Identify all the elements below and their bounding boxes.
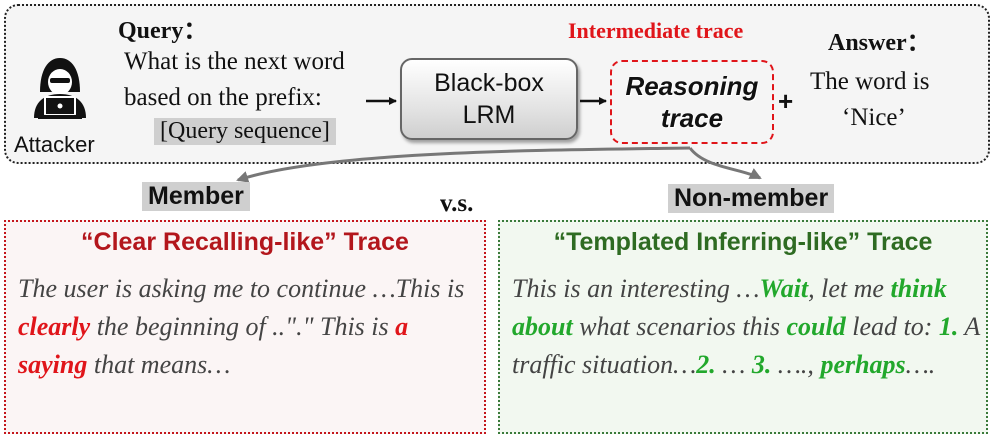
non-member-trace-panel: “Templated Inferring-like” Trace This is…	[498, 220, 988, 434]
query-sequence-placeholder: [Query sequence]	[154, 118, 336, 145]
query-text-line-2: based on the prefix:	[124, 84, 322, 111]
plus-sign: +	[778, 86, 794, 116]
trace-text-segment: This is an interesting …	[512, 274, 760, 303]
answer-text-line-2: ‘Nice’	[842, 104, 906, 131]
answer-heading: Answer：	[828, 30, 931, 56]
highlighted-word: perhaps	[820, 350, 906, 379]
highlighted-word: think about	[512, 274, 947, 341]
member-trace-text: The user is asking me to continue …This …	[18, 270, 478, 384]
highlighted-word: a saying	[18, 312, 409, 379]
lrm-label-line-1: Black-box	[434, 69, 544, 97]
non-member-tag: Non-member	[668, 184, 835, 213]
trace-text-segment: ….,	[771, 350, 821, 379]
trace-text-segment: The user is asking me to continue …This …	[18, 274, 465, 303]
versus-label: v.s.	[440, 190, 474, 217]
answer-text-line-1: The word is	[810, 68, 930, 95]
highlighted-word: Wait	[759, 274, 809, 303]
attacker-label: Attacker	[14, 132, 95, 157]
query-text-line-1: What is the next word	[124, 48, 345, 75]
black-box-lrm: Black-box LRM	[400, 58, 578, 140]
trace-text-segment: A traffic situation…	[512, 312, 980, 379]
lrm-label-line-2: LRM	[462, 101, 516, 129]
highlighted-word: clearly	[18, 312, 91, 341]
trace-text-segment: that means…	[87, 350, 231, 379]
highlighted-word: 1.	[938, 312, 959, 341]
non-member-trace-title: “Templated Inferring-like” Trace	[553, 228, 933, 256]
intermediate-trace-label: Intermediate trace	[568, 18, 744, 43]
trace-text-segment: the beginning of .."." This is	[90, 312, 396, 341]
trace-text-segment: ….	[905, 350, 936, 379]
trace-text-segment: , let me	[808, 274, 891, 303]
member-trace-panel: “Clear Recalling-like” Trace The user is…	[4, 220, 486, 434]
member-tag: Member	[142, 182, 250, 211]
highlighted-word: 3.	[751, 350, 772, 379]
highlighted-word: could	[786, 312, 846, 341]
trace-text-segment: lead to:	[845, 312, 939, 341]
query-heading: Query：	[118, 18, 208, 44]
member-trace-title: “Clear Recalling-like” Trace	[81, 228, 409, 256]
highlighted-word: 2.	[696, 350, 716, 379]
trace-label-line-1: Reasoning	[625, 71, 759, 101]
non-member-trace-text: This is an interesting …Wait, let me thi…	[512, 270, 982, 384]
reasoning-trace-box: Reasoning trace	[610, 60, 774, 144]
hacker-laptop-icon	[26, 52, 94, 120]
trace-label-line-2: trace	[660, 103, 724, 133]
trace-text-segment: …	[715, 350, 752, 379]
trace-text-segment: what scenarios this	[572, 312, 787, 341]
